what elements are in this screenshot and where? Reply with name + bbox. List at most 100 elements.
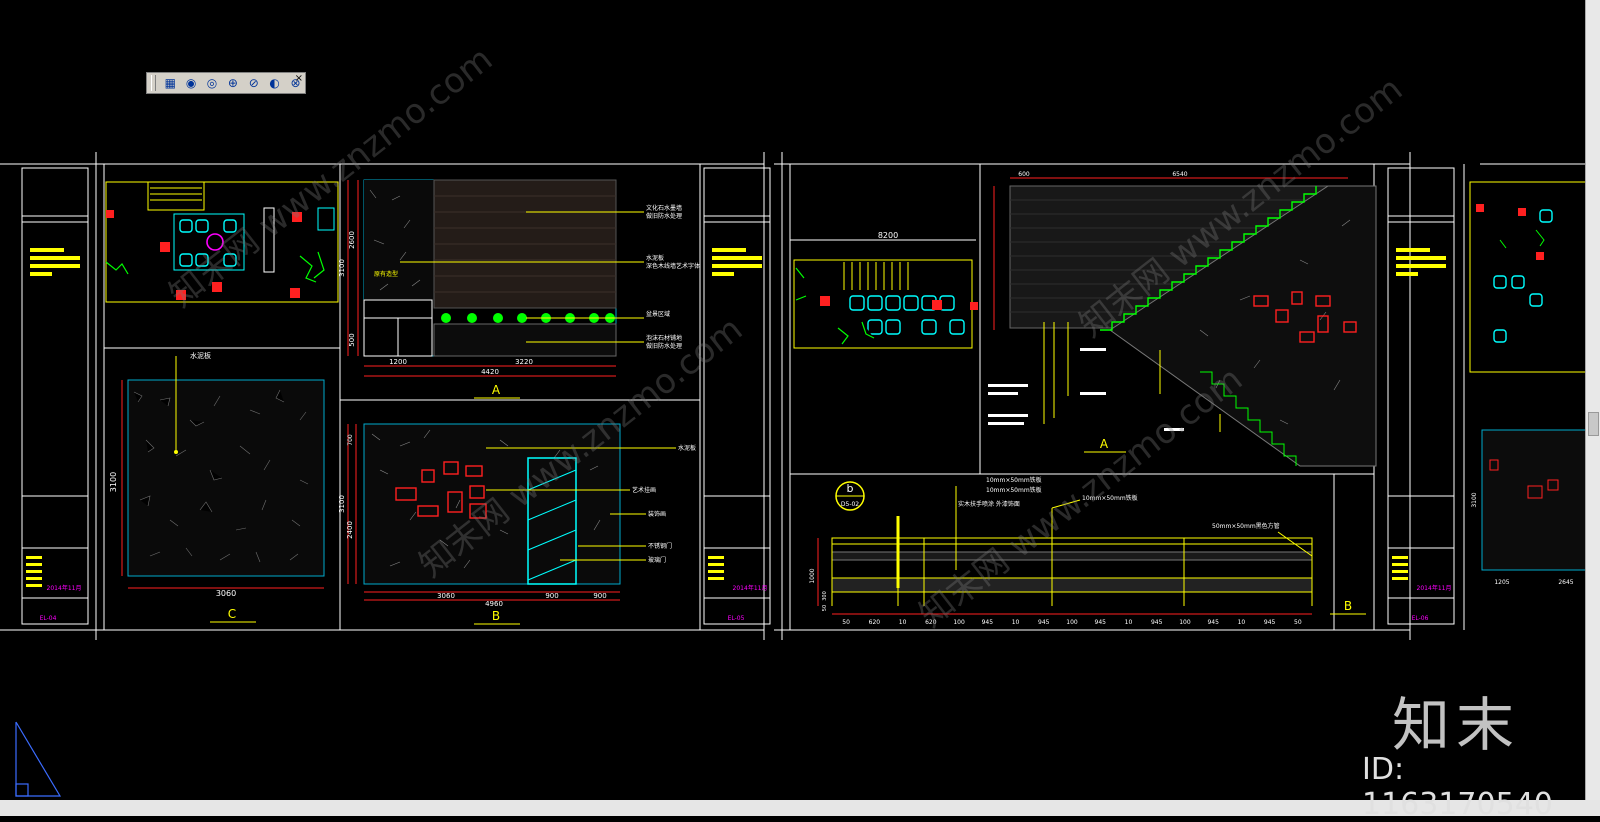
sheet-far-right: 3100 2645 1205 — [1463, 164, 1587, 630]
floor-plan-small — [105, 181, 339, 303]
dim-c-height: 3100 — [109, 472, 118, 492]
dim-far-2: 2645 — [1558, 579, 1573, 586]
note-a-3: 水泥板 — [646, 254, 664, 262]
railing-dim-label: 945 — [982, 619, 994, 626]
sheet-left — [0, 152, 765, 640]
label-stair-a: A — [1100, 437, 1109, 451]
sheet-no-mid: EL-05 — [728, 615, 745, 622]
note-c: 水泥板 — [190, 351, 211, 360]
command-line-strip[interactable] — [0, 800, 1600, 816]
railing-dim-label: 100 — [1179, 619, 1191, 626]
dim-b-4: 4960 — [485, 600, 503, 608]
note-a-2: 做旧防水处理 — [646, 212, 682, 220]
watermark-brand: 知末 — [1392, 691, 1521, 759]
railing-dim-label: 50 — [842, 619, 850, 626]
layer-toolbar: ▦ ◉ ◎ ⊕ ⊘ ◐ ⊗ × — [146, 72, 306, 94]
railing-dim-label: 945 — [1151, 619, 1163, 626]
note-a-6: 原有造型 — [374, 270, 398, 278]
railing-dim-label: 10 — [1238, 619, 1246, 626]
date-mid: 2014年11月 — [733, 584, 768, 592]
title-block-mid — [703, 167, 771, 625]
title-block-text-left — [26, 248, 80, 587]
dim-b-2: 900 — [545, 592, 558, 600]
ucs-icon — [15, 721, 62, 797]
railing-dim-label: 620 — [925, 619, 937, 626]
note-a-4: 深色木线墙艺术字体 — [646, 262, 700, 270]
label-rail-b: B — [1344, 599, 1352, 613]
detail-tag: b — [847, 482, 854, 495]
dim-a-h3: 500 — [348, 333, 356, 346]
layer-manager-icon[interactable]: ▦ — [164, 76, 176, 90]
detail-tag-sub: D5-02 — [841, 501, 859, 508]
layer-add-icon[interactable]: ⊕ — [227, 76, 238, 90]
toolbar-close-icon[interactable]: × — [294, 73, 303, 84]
note-b-3: 装饰画 — [648, 510, 666, 518]
sheet-no-left: EL-04 — [40, 615, 57, 622]
dim-c-width: 3060 — [216, 589, 236, 598]
layer-freeze-icon[interactable]: ◎ — [206, 76, 218, 90]
dim-a-h1: 3100 — [338, 259, 346, 277]
title-block-right — [1387, 167, 1455, 625]
railing-dim-label: 945 — [1264, 619, 1276, 626]
layer-isolate-icon[interactable]: ⊘ — [248, 76, 259, 90]
elevation-c: 水泥板 3060 3100 C — [109, 351, 325, 623]
dim-stair-top-1: 600 — [1018, 171, 1030, 178]
dim-b-h1: 700 — [347, 434, 354, 446]
layer-delete-icon[interactable]: ⊗ — [290, 76, 301, 90]
dim-a-1: 1200 — [389, 358, 407, 366]
note-b-4: 不锈钢门 — [648, 542, 672, 550]
dim-b-3: 900 — [593, 592, 606, 600]
note-b-1: 水泥板 — [678, 444, 696, 452]
title-block-text-mid — [708, 248, 762, 580]
note-a-5: 盆景区域 — [646, 310, 670, 318]
sheet-no-right: EL-06 — [1412, 615, 1429, 622]
vertical-scrollbar[interactable] — [1585, 0, 1600, 800]
railing-dim-label: 945 — [1038, 619, 1050, 626]
floor-plan-right: 8200 — [790, 231, 978, 349]
dim-far-3: 1205 — [1494, 579, 1509, 586]
railing-dim-label: 10 — [1012, 619, 1020, 626]
rail-note-4: 10mm×50mm铁板 — [1082, 494, 1138, 502]
rail-note-2: 10mm×50mm铁板 — [986, 486, 1042, 494]
railing-dim-label: 620 — [869, 619, 881, 626]
rail-height-3: 50 — [822, 605, 828, 611]
watermark-id: ID: 1163170540 — [1362, 752, 1553, 822]
note-a-1: 文化石水墨墙 — [646, 204, 682, 212]
railing-dimension-labels: 50 620 10 620 100 945 10 945 100 945 10 945 100 945 10… — [842, 619, 1302, 626]
railing-dim-label: 100 — [953, 619, 965, 626]
dim-stair-top-2: 6540 — [1172, 171, 1187, 178]
dim-b-1: 3060 — [437, 592, 455, 600]
label-elev-c: C — [228, 607, 236, 621]
note-a-7: 泡沫石材铺地 — [646, 334, 682, 342]
label-elev-a-left: A — [492, 383, 501, 397]
title-block-text-right — [1392, 248, 1446, 580]
rail-note-1: 10mm×50mm铁板 — [986, 476, 1042, 484]
rail-note-5: 50mm×50mm黑色方管 — [1212, 522, 1280, 530]
rail-note-3: 实木扶手喷涂 外漆饰面 — [958, 500, 1020, 508]
rail-height-2: 300 — [822, 591, 828, 601]
date-left: 2014年11月 — [47, 584, 82, 592]
stair-elevation: 600 6540 A — [988, 171, 1377, 467]
label-elev-b-left: B — [492, 609, 500, 623]
toolbar-grip[interactable] — [151, 75, 156, 91]
note-a-8: 做旧防水处理 — [646, 342, 682, 350]
railing-dim-label: 945 — [1095, 619, 1107, 626]
note-b-2: 艺术挂画 — [632, 486, 656, 494]
railing-dim-label: 10 — [1125, 619, 1133, 626]
railing-dim-label: 945 — [1207, 619, 1219, 626]
layer-on-icon[interactable]: ◉ — [185, 76, 197, 90]
date-right: 2014年11月 — [1417, 584, 1452, 592]
note-b-5: 玻璃门 — [648, 556, 666, 564]
railing-dim-label: 10 — [899, 619, 907, 626]
layer-walk-icon[interactable]: ◐ — [269, 76, 280, 90]
dim-a-2: 3220 — [515, 358, 533, 366]
dim-b-h2: 3100 — [338, 495, 346, 513]
dim-a-h2: 2600 — [348, 231, 356, 249]
rail-height-1: 1000 — [809, 568, 816, 583]
railing-dim-label: 100 — [1066, 619, 1078, 626]
dim-b-h3: 2400 — [346, 521, 354, 539]
railing-detail: b D5-02 10mm×50mm铁板 10mm×50mm铁板 实木扶手喷涂 外… — [809, 476, 1366, 626]
scrollbar-thumb[interactable] — [1588, 412, 1599, 436]
elevation-a-left: 文化石水墨墙 做旧防水处理 水泥板 深色木线墙艺术字体 盆景区域 原有造型 泡沫… — [338, 179, 700, 399]
